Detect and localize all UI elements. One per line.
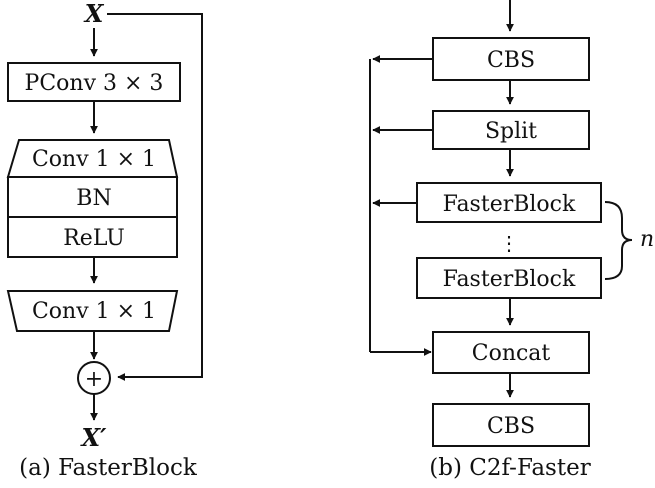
concat-box [432,331,590,374]
split-layer: Split [432,110,590,150]
input-label-x: X [83,0,105,28]
concat-layer: Concat [432,331,590,374]
conv2-label: Conv 1 × 1 [32,299,156,324]
add-node: + [77,361,111,395]
fasterblock-last-layer: FasterBlock [416,257,602,299]
cbs-bottom-box [432,403,590,447]
pconv-layer: PConv 3 × 3 [7,62,181,102]
repeat-ellipsis: ⋮ [499,231,519,255]
conv-bn-relu-stack: Conv 1 × 1 BN ReLU [6,139,179,258]
c2f-faster-diagram: CBS Split FasterBlock ⋮ FasterBlock n Co… [369,0,654,481]
repeat-count-label: n [640,227,654,252]
fasterblock-diagram: X PConv 3 × 3 Conv 1 × 1 BN ReLU Conv 1 … [6,0,203,481]
pconv-label: PConv 3 × 3 [25,71,164,96]
conv1-label: Conv 1 × 1 [32,147,156,172]
cbs-top-box [432,37,590,81]
residual-connection [107,13,203,381]
cbs-top-label: CBS [487,48,535,73]
fasterblock-first-layer: FasterBlock [416,182,602,223]
skip-connections [369,55,433,356]
output-label-x-prime: X′ [80,423,108,452]
cbs-bottom-layer: CBS [432,403,590,447]
fasterblock-first-label: FasterBlock [443,192,576,217]
relu-label: ReLU [63,226,125,251]
bn-label: BN [76,186,111,211]
relu-box [7,216,178,258]
add-symbol: + [85,367,103,392]
fasterblock-last-box [416,257,602,299]
repeat-brace [604,201,633,280]
caption-c2f-faster: (b) C2f-Faster [429,455,590,481]
cbs-top-layer: CBS [432,37,590,81]
conv2-trapezoid [6,290,179,332]
bn-box [7,176,178,218]
fasterblock-last-label: FasterBlock [443,267,576,292]
split-label: Split [485,119,537,144]
cbs-bottom-label: CBS [487,414,535,439]
conv2-layer: Conv 1 × 1 [6,290,179,332]
concat-label: Concat [472,341,551,366]
caption-fasterblock: (a) FasterBlock [19,455,198,481]
